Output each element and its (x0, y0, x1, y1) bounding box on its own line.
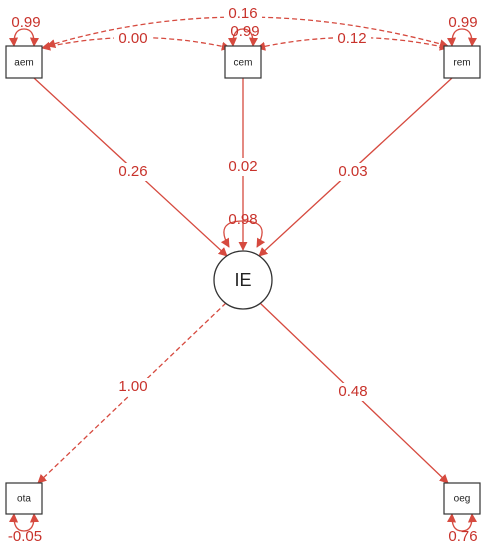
node-ie-label: IE (234, 270, 251, 290)
path-label-ie-ota: 1.00 (118, 378, 147, 395)
node-oeg: oeg (443, 482, 481, 515)
variance-loop-rem (446, 28, 478, 47)
node-aem: aem (5, 45, 43, 79)
variance-label-rem: 0.99 (448, 14, 477, 31)
path-label-aem-ie: 0.26 (118, 163, 147, 180)
node-ota-label: ota (17, 494, 31, 505)
cov-label-cem-rem: 0.12 (337, 30, 366, 47)
node-oeg-label: oeg (454, 494, 471, 505)
node-rem-label: rem (453, 58, 470, 69)
variance-label-ota: -0.05 (8, 528, 42, 545)
variance-label-oeg: 0.76 (448, 528, 477, 545)
variance-loop-ota (8, 513, 40, 532)
node-ota: ota (5, 482, 43, 515)
variance-loop-oeg (446, 513, 478, 532)
variance-label-ie: 0.98 (228, 211, 257, 228)
cov-label-aem-rem: 0.16 (228, 5, 257, 22)
node-cem: cem (224, 45, 262, 79)
cov-label-aem-cem: 0.00 (118, 30, 147, 47)
node-ie: IE (213, 250, 273, 310)
node-aem-label: aem (14, 58, 33, 69)
variance-label-cem: 0.99 (230, 23, 259, 40)
variance-loop-cem (227, 28, 259, 47)
path-label-cem-ie: 0.02 (228, 158, 257, 175)
cov-edge-aem-rem (46, 16, 449, 49)
path-label-rem-ie: 0.03 (338, 163, 367, 180)
node-rem: rem (443, 45, 481, 79)
variance-label-aem: 0.99 (11, 14, 40, 31)
variance-loop-aem (8, 28, 40, 47)
node-cem-label: cem (234, 58, 253, 69)
path-label-ie-oeg: 0.48 (338, 383, 367, 400)
